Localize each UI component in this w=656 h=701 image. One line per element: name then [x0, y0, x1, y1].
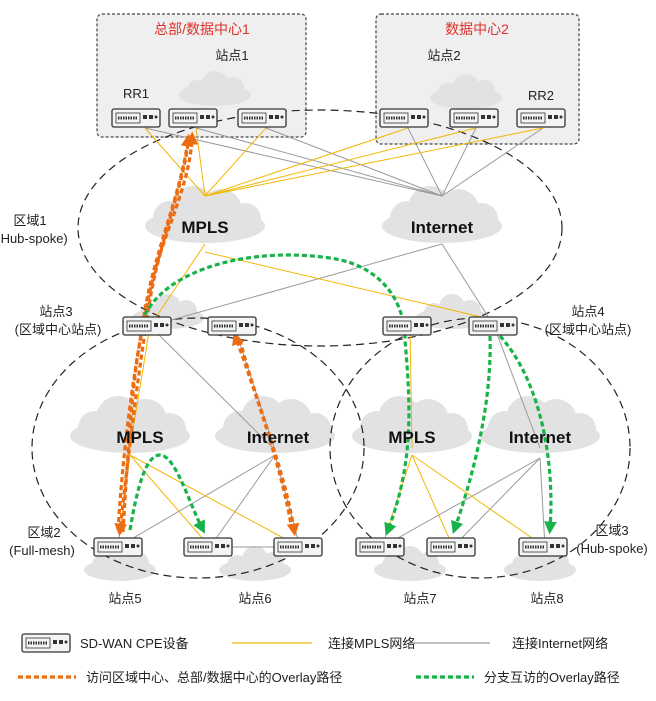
- legend-cpe-label: SD-WAN CPE设备: [80, 636, 189, 651]
- site3-role: (区域中心站点): [15, 322, 102, 337]
- cpe-site1-a: [167, 107, 219, 129]
- site6-label: 站点6: [238, 591, 271, 606]
- region2-name: 区域2: [27, 525, 60, 540]
- cpe-site5: [92, 536, 144, 558]
- cpe-site3-a: [121, 315, 173, 337]
- cpe-site7-a: [354, 536, 406, 558]
- region3-boundary: [329, 317, 631, 579]
- site4-label: 站点4: [571, 304, 604, 319]
- legend-cpe-icon: [20, 632, 72, 654]
- hq-datacenter-box: [96, 13, 307, 138]
- internet-links: [117, 127, 546, 548]
- cpe-rr1: [110, 107, 162, 129]
- cpe-site6-b: [272, 536, 324, 558]
- hq-title: 总部/数据中心1: [154, 21, 250, 37]
- site7-label: 站点7: [403, 591, 436, 606]
- site8-label: 站点8: [530, 591, 563, 606]
- internet-label-region1: Internet: [411, 218, 474, 237]
- cpe-site2-b: [448, 107, 500, 129]
- site3-label: 站点3: [39, 304, 72, 319]
- cpe-site1-b: [236, 107, 288, 129]
- cpe-site2-a: [378, 107, 430, 129]
- site4-role: (区域中心站点): [545, 322, 632, 337]
- region1-boundary: [77, 109, 563, 347]
- legend-green-label: 分支互访的Overlay路径: [484, 670, 620, 685]
- dc2-title: 数据中心2: [445, 21, 509, 37]
- legend-internet-label: 连接Internet网络: [512, 636, 608, 651]
- mpls-label-region3: MPLS: [388, 428, 435, 447]
- cpe-site8: [517, 536, 569, 558]
- site1-label: 站点1: [215, 48, 248, 63]
- mpls-label-region1: MPLS: [181, 218, 228, 237]
- green-overlay-paths: [128, 253, 557, 536]
- rr2-label: RR2: [528, 88, 554, 103]
- site2-label: 站点2: [427, 48, 460, 63]
- legend-orange-label: 访问区域中心、总部/数据中心的Overlay路径: [86, 670, 342, 685]
- cpe-site3-b: [206, 315, 258, 337]
- region1-mode: (Hub-spoke): [0, 231, 68, 246]
- region3-mode: (Hub-spoke): [576, 541, 648, 556]
- cpe-site4-b: [467, 315, 519, 337]
- site5-label: 站点5: [108, 591, 141, 606]
- region3-name: 区域3: [595, 523, 628, 538]
- mpls-label-region2: MPLS: [116, 428, 163, 447]
- cpe-devices: [92, 107, 569, 558]
- region1-name: 区域1: [13, 213, 46, 228]
- cpe-site4-a: [381, 315, 433, 337]
- cpe-site6-a: [182, 536, 234, 558]
- internet-label-region2: Internet: [247, 428, 310, 447]
- cpe-site7-b: [425, 536, 477, 558]
- internet-label-region3: Internet: [509, 428, 572, 447]
- legend-mpls-label: 连接MPLS网络: [328, 636, 415, 651]
- cpe-rr2: [515, 107, 567, 129]
- region2-boundary: [31, 317, 365, 579]
- rr1-label: RR1: [123, 86, 149, 101]
- legend: SD-WAN CPE设备 连接MPLS网络 连接Internet网络 访问区域中…: [18, 632, 620, 685]
- region2-mode: (Full-mesh): [9, 543, 75, 558]
